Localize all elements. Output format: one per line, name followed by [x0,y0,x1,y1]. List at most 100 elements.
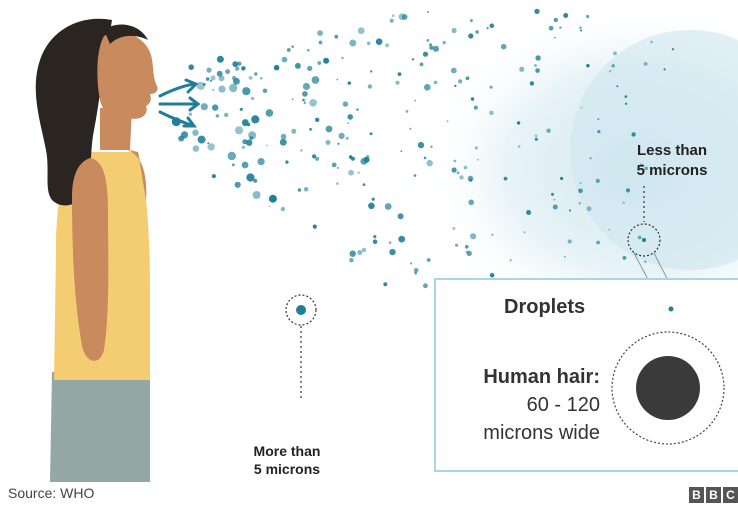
droplet [526,210,531,215]
droplet [489,86,492,89]
droplet [579,202,581,204]
droplet [385,203,392,210]
droplet [348,81,351,84]
droplet [212,104,218,110]
droplet [400,150,402,152]
face [97,33,157,119]
droplet [300,149,302,151]
human-hair-range: 60 - 120 [527,394,600,417]
droplet [466,76,470,80]
hair-dot [636,356,700,420]
droplet [426,39,429,42]
droplet [210,80,212,82]
droplet [366,155,369,158]
droplet [517,121,520,124]
droplet [346,137,349,140]
droplet [309,128,312,131]
droplet [389,241,392,244]
droplet [564,256,566,258]
droplet [410,262,412,264]
droplet [626,188,630,192]
droplet [398,213,404,219]
droplet [554,18,558,22]
logo-letter-1: B [689,487,704,503]
droplet [274,65,280,71]
droplet [546,129,550,133]
droplet [189,113,192,116]
droplet [285,160,288,163]
footer: Source: WHO B B C [0,482,738,506]
droplet [580,182,582,184]
droplet [608,229,610,231]
droplet [489,111,494,116]
droplet [534,9,539,14]
droplet [235,182,241,188]
droplet [510,259,512,261]
droplet [623,256,627,260]
droplet [235,66,239,70]
droplet [443,41,446,44]
droplet [581,107,583,109]
more-than-line-2: 5 microns [232,460,342,478]
droplet [519,67,524,72]
droplet [455,244,458,247]
droplet [596,241,600,245]
droplet [454,85,456,87]
droplet [650,41,653,44]
droplet [367,42,371,46]
droplet [427,258,431,262]
droplet [399,13,406,20]
droplet [242,87,250,95]
logo-letter-2: B [706,487,721,503]
droplet [260,77,263,80]
droplet [434,81,438,85]
droplet [412,58,415,61]
droplet [317,61,321,65]
droplet [368,203,375,210]
droplet [409,128,411,130]
droplet [424,157,427,160]
droplet [414,100,416,102]
droplet [357,250,362,255]
droplet [459,175,463,179]
droplet [263,89,268,94]
droplet [229,84,237,92]
droplet [193,145,200,152]
droplet [349,258,353,262]
droplet [349,155,353,159]
droplet [210,75,215,80]
droplet [224,113,228,117]
droplet [191,121,193,123]
droplet [232,164,235,167]
droplet [251,97,254,100]
droplet [549,26,554,31]
droplet [376,38,383,45]
droplet [242,139,247,144]
droplet [644,62,648,66]
droplet [326,140,331,145]
droplet [303,83,310,90]
droplet [302,91,308,97]
droplet [458,79,462,83]
large-droplet-marker [286,295,316,400]
droplet [237,62,241,66]
droplet [337,167,339,169]
droplet [269,206,271,208]
more-than-line-1: More than [232,442,342,460]
droplet [396,81,400,85]
droplet [356,108,359,111]
droplet [389,249,395,255]
droplet [319,41,323,45]
droplet [609,70,611,72]
droplet [225,69,230,74]
droplet [467,251,472,256]
droplet [363,183,366,186]
droplet [475,30,479,34]
droplet [524,231,526,233]
human-hair-label: Human hair: [483,366,600,389]
droplet [304,102,306,104]
droplet [453,160,456,163]
droplet [383,282,387,286]
droplet [465,245,469,249]
